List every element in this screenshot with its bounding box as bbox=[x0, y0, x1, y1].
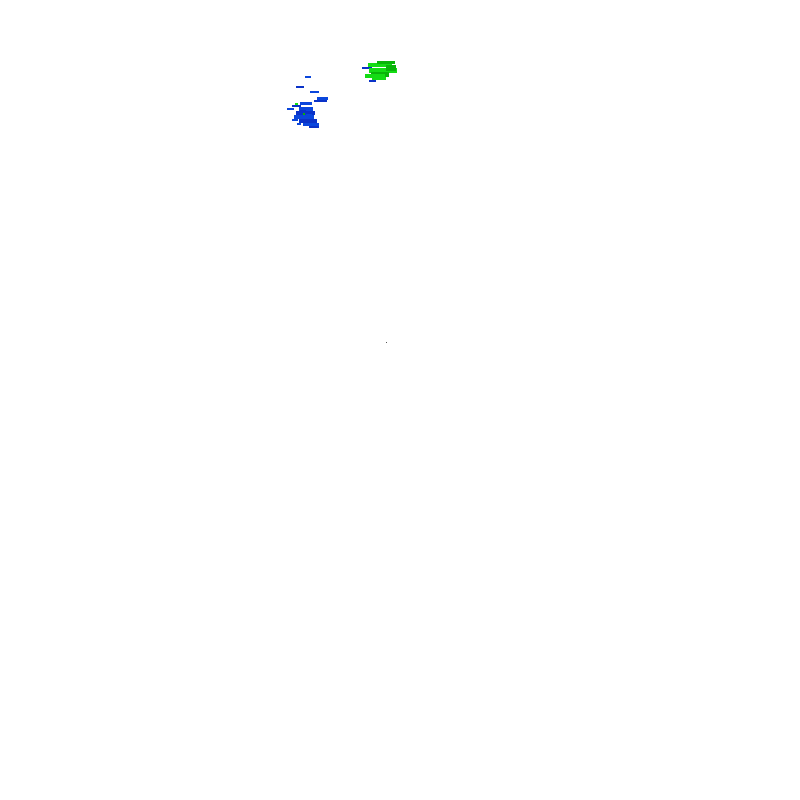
blue-stroke bbox=[296, 86, 304, 88]
green-stroke bbox=[369, 80, 376, 82]
blue-stroke bbox=[305, 76, 311, 78]
blue-stroke bbox=[300, 102, 312, 105]
blue-stroke bbox=[297, 123, 301, 125]
blue-stroke bbox=[292, 105, 301, 107]
blue-stroke bbox=[314, 100, 327, 102]
blue-stroke bbox=[300, 110, 306, 113]
green-stroke bbox=[386, 65, 396, 71]
blue-stroke bbox=[306, 114, 312, 117]
green-stroke bbox=[369, 68, 397, 73]
green-stroke bbox=[368, 63, 392, 67]
center-marker bbox=[386, 342, 387, 343]
blue-stroke bbox=[287, 108, 294, 110]
blue-stroke bbox=[303, 123, 319, 126]
blue-stroke bbox=[292, 119, 298, 121]
green-cluster bbox=[362, 61, 397, 82]
blue-stroke bbox=[299, 119, 317, 123]
blue-stroke bbox=[309, 126, 319, 128]
blue-stroke bbox=[317, 97, 328, 100]
green-stroke bbox=[377, 61, 395, 64]
blue-stroke bbox=[294, 115, 314, 119]
blue-stroke bbox=[299, 107, 313, 111]
blue-stroke bbox=[310, 91, 319, 93]
center-dot bbox=[386, 342, 387, 343]
green-stroke bbox=[362, 67, 372, 69]
blue-stroke bbox=[303, 113, 305, 115]
green-stroke bbox=[365, 74, 385, 78]
blue-stroke bbox=[295, 103, 298, 105]
blue-cluster bbox=[287, 76, 328, 128]
green-stroke bbox=[372, 77, 386, 80]
